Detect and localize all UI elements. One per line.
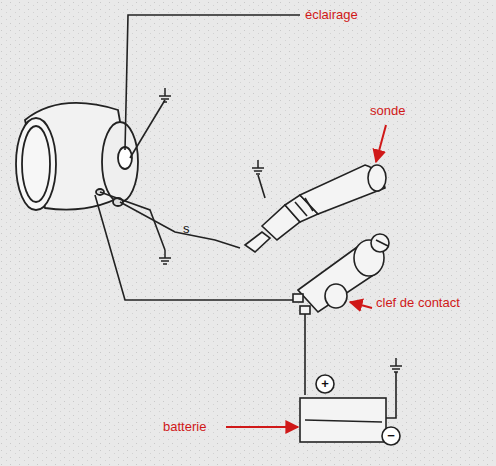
wires [95, 15, 396, 418]
gauge [16, 103, 138, 210]
part-label: éclairage [305, 8, 358, 22]
temperature-sender [245, 165, 386, 252]
signal-label: s [183, 222, 190, 236]
terminal-sign: − [387, 429, 395, 443]
leader-arrows [226, 125, 386, 427]
ignition-switch [293, 234, 389, 314]
part-label: batterie [163, 420, 206, 434]
terminal-sign: + [321, 377, 329, 391]
part-label: clef de contact [376, 296, 460, 310]
part-label: sonde [370, 104, 405, 118]
battery [300, 375, 400, 445]
